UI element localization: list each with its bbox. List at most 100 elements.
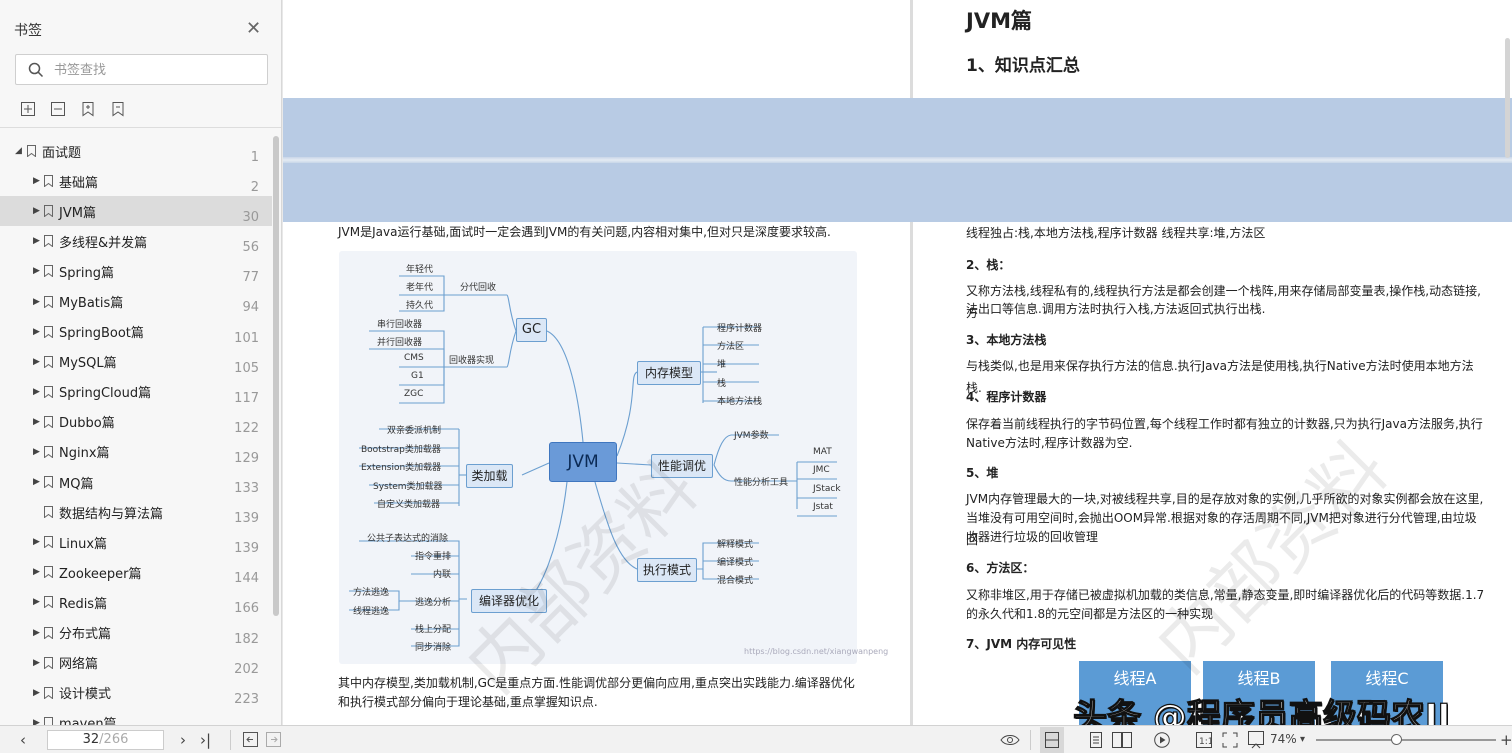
expand-caret-icon[interactable]: ▶ <box>33 176 40 187</box>
bookmark-item[interactable]: ▶ SpringCloud篇 117 <box>0 377 272 407</box>
expand-caret-icon[interactable]: ▶ <box>33 416 40 427</box>
bookmark-item[interactable]: ▶ 网络篇 202 <box>0 648 272 678</box>
divider <box>0 127 281 128</box>
zoom-dropdown-icon[interactable]: ▾ <box>1300 734 1306 745</box>
expand-caret-icon[interactable]: ▶ <box>33 236 40 247</box>
document-icon[interactable] <box>1090 732 1102 748</box>
page-number-input[interactable]: 32/266 <box>47 730 164 750</box>
bookmark-icon <box>44 445 53 458</box>
expand-caret-icon[interactable]: ▶ <box>33 537 40 548</box>
bookmark-item[interactable]: ▶ maven篇 <box>0 708 272 725</box>
expand-all-icon[interactable] <box>20 101 36 117</box>
bookmark-icon <box>44 566 53 579</box>
total-pages: /266 <box>99 732 129 747</box>
body-text: JVM内存管理最大的一块,对被线程共享,目的是存放对象的实例,几乎所欲的对象实例… <box>966 492 1484 506</box>
expand-caret-icon[interactable]: ▶ <box>33 296 40 307</box>
collapse-caret-icon[interactable]: ◢ <box>15 146 22 157</box>
bookmark-label: MySQL篇 <box>59 356 117 372</box>
mindmap-leaf: 老年代 <box>406 283 434 293</box>
bookmark-item[interactable]: ▶ 设计模式 223 <box>0 678 272 708</box>
bookmark-label: MyBatis篇 <box>59 296 124 312</box>
fit-page-icon[interactable] <box>1222 732 1238 748</box>
single-page-view-button[interactable] <box>1040 727 1064 753</box>
zoom-mode-icon[interactable] <box>1248 731 1264 749</box>
mindmap-leaf: G1 <box>411 371 424 381</box>
expand-caret-icon[interactable]: ▶ <box>33 567 40 578</box>
expand-caret-icon[interactable]: ▶ <box>33 326 40 337</box>
expand-caret-icon[interactable]: ▶ <box>33 627 40 638</box>
go-back-icon[interactable] <box>243 732 258 747</box>
bookmark-search[interactable] <box>15 54 268 85</box>
bookmark-item[interactable]: ▶ MQ篇 133 <box>0 467 272 497</box>
bookmark-item[interactable]: ▶ Linux篇 139 <box>0 527 272 557</box>
expand-caret-icon[interactable]: ▶ <box>33 657 40 668</box>
expand-caret-icon[interactable]: ▶ <box>33 206 40 217</box>
bookmark-icon <box>44 205 53 218</box>
mindmap-leaf: 双亲委派机制 <box>387 426 442 436</box>
expand-caret-icon[interactable]: ▶ <box>33 477 40 488</box>
mindmap-leaf: JStack <box>813 484 841 494</box>
bookmark-icon <box>44 686 53 699</box>
bookmark-item[interactable]: ▶ SpringBoot篇 101 <box>0 317 272 347</box>
bookmark-item-active[interactable]: ▶ JVM篇 30 <box>0 196 272 227</box>
expand-caret-icon[interactable]: ▶ <box>33 386 40 397</box>
bookmark-item[interactable]: ▶ Zookeeper篇 144 <box>0 557 272 587</box>
bookmark-item[interactable]: ▶ Dubbo篇 122 <box>0 407 272 437</box>
expand-caret-icon[interactable]: ▶ <box>33 356 40 367</box>
mindmap-leaf: Extension类加载器 <box>361 463 442 473</box>
add-bookmark-icon[interactable] <box>80 101 96 117</box>
last-page-icon[interactable]: ›| <box>200 731 212 749</box>
bookmark-search-input[interactable] <box>54 60 254 80</box>
single-page-icon <box>1045 732 1059 748</box>
bookmark-page: 1 <box>250 150 259 165</box>
bookmark-item[interactable]: ▶ 多线程&并发篇 56 <box>0 226 272 256</box>
prev-page-icon[interactable]: ‹ <box>20 731 26 749</box>
two-page-icon[interactable] <box>1112 732 1132 748</box>
bookmark-icon <box>44 656 53 669</box>
mindmap-leaf: 栈 <box>717 379 727 389</box>
zoom-slider[interactable] <box>1316 739 1496 741</box>
zoom-in-icon[interactable]: + <box>1500 731 1512 749</box>
collapse-all-icon[interactable] <box>50 101 66 117</box>
summary-text-1: 其中内存模型,类加载机制,GC是重点方面.性能调优部分更偏向应用,重点突出实践能… <box>338 676 855 690</box>
bookmark-label: Spring篇 <box>59 265 114 281</box>
document-scrollbar[interactable] <box>1505 38 1510 158</box>
go-forward-icon[interactable] <box>266 732 281 747</box>
body-text: 又称方法栈,线程私有的,线程执行方法是都会创建一个栈阵,用来存储局部变量表,操作… <box>966 284 1481 320</box>
zoom-level[interactable]: 74% <box>1270 732 1297 746</box>
panel-title: 书签 <box>14 23 42 39</box>
expand-caret-icon[interactable]: ▶ <box>33 266 40 277</box>
jvm-mindmap: JVM GC 分代回收 回收器实现 年轻代 老年代 持久代 串行回收器 并行回收… <box>339 251 888 664</box>
body-text: 保存着当前线程执行的字节码位置,每个线程工作时都有独立的计数器,只为执行Java… <box>966 417 1483 431</box>
bookmark-item[interactable]: ▶ MySQL篇 105 <box>0 347 272 377</box>
expand-caret-icon[interactable]: ▶ <box>33 446 40 457</box>
delete-bookmark-icon[interactable] <box>110 101 126 117</box>
expand-caret-icon[interactable]: ▶ <box>33 597 40 608</box>
section-heading: 6、方法区： <box>966 561 1035 575</box>
expand-caret-icon[interactable]: ▶ <box>33 687 40 698</box>
bookmark-icon <box>44 415 53 428</box>
bookmark-item[interactable]: ▶ Spring篇 77 <box>0 256 272 286</box>
svg-text:1:1: 1:1 <box>1199 737 1212 747</box>
document-view[interactable]: JVM篇 1、知识点汇总 JVM是Java运行基础,面试时一定会遇到JVM的有关… <box>283 0 1512 725</box>
next-page-icon[interactable]: › <box>180 731 186 749</box>
bookmark-item-root[interactable]: ◢ 面试题 1 <box>0 136 272 166</box>
eye-icon[interactable] <box>1000 733 1020 747</box>
bookmark-item[interactable]: ▶ Redis篇 166 <box>0 587 272 617</box>
play-icon[interactable] <box>1154 732 1170 748</box>
mindmap-node-exec: 执行模式 <box>637 558 697 582</box>
bookmark-page: 223 <box>234 691 259 707</box>
bookmark-item[interactable]: ▶ Nginx篇 129 <box>0 437 272 467</box>
bookmark-item[interactable]: ▶ 分布式篇 182 <box>0 618 272 648</box>
bookmark-item[interactable]: ▶ MyBatis篇 94 <box>0 286 272 316</box>
bookmark-item[interactable]: 数据结构与算法篇 139 <box>0 497 272 527</box>
zoom-slider-handle[interactable] <box>1391 734 1402 745</box>
bookmark-item[interactable]: ▶ 基础篇 2 <box>0 166 272 196</box>
actual-size-icon[interactable]: 1:1 <box>1196 732 1212 748</box>
section-heading: 2、栈： <box>966 258 1011 272</box>
sidebar-scrollbar[interactable] <box>273 136 279 616</box>
close-icon[interactable]: ✕ <box>246 18 262 39</box>
expand-caret-icon[interactable]: ▶ <box>33 717 40 725</box>
bookmark-label: 面试题 <box>42 145 82 161</box>
mindmap-leaf: 同步消除 <box>415 643 452 653</box>
